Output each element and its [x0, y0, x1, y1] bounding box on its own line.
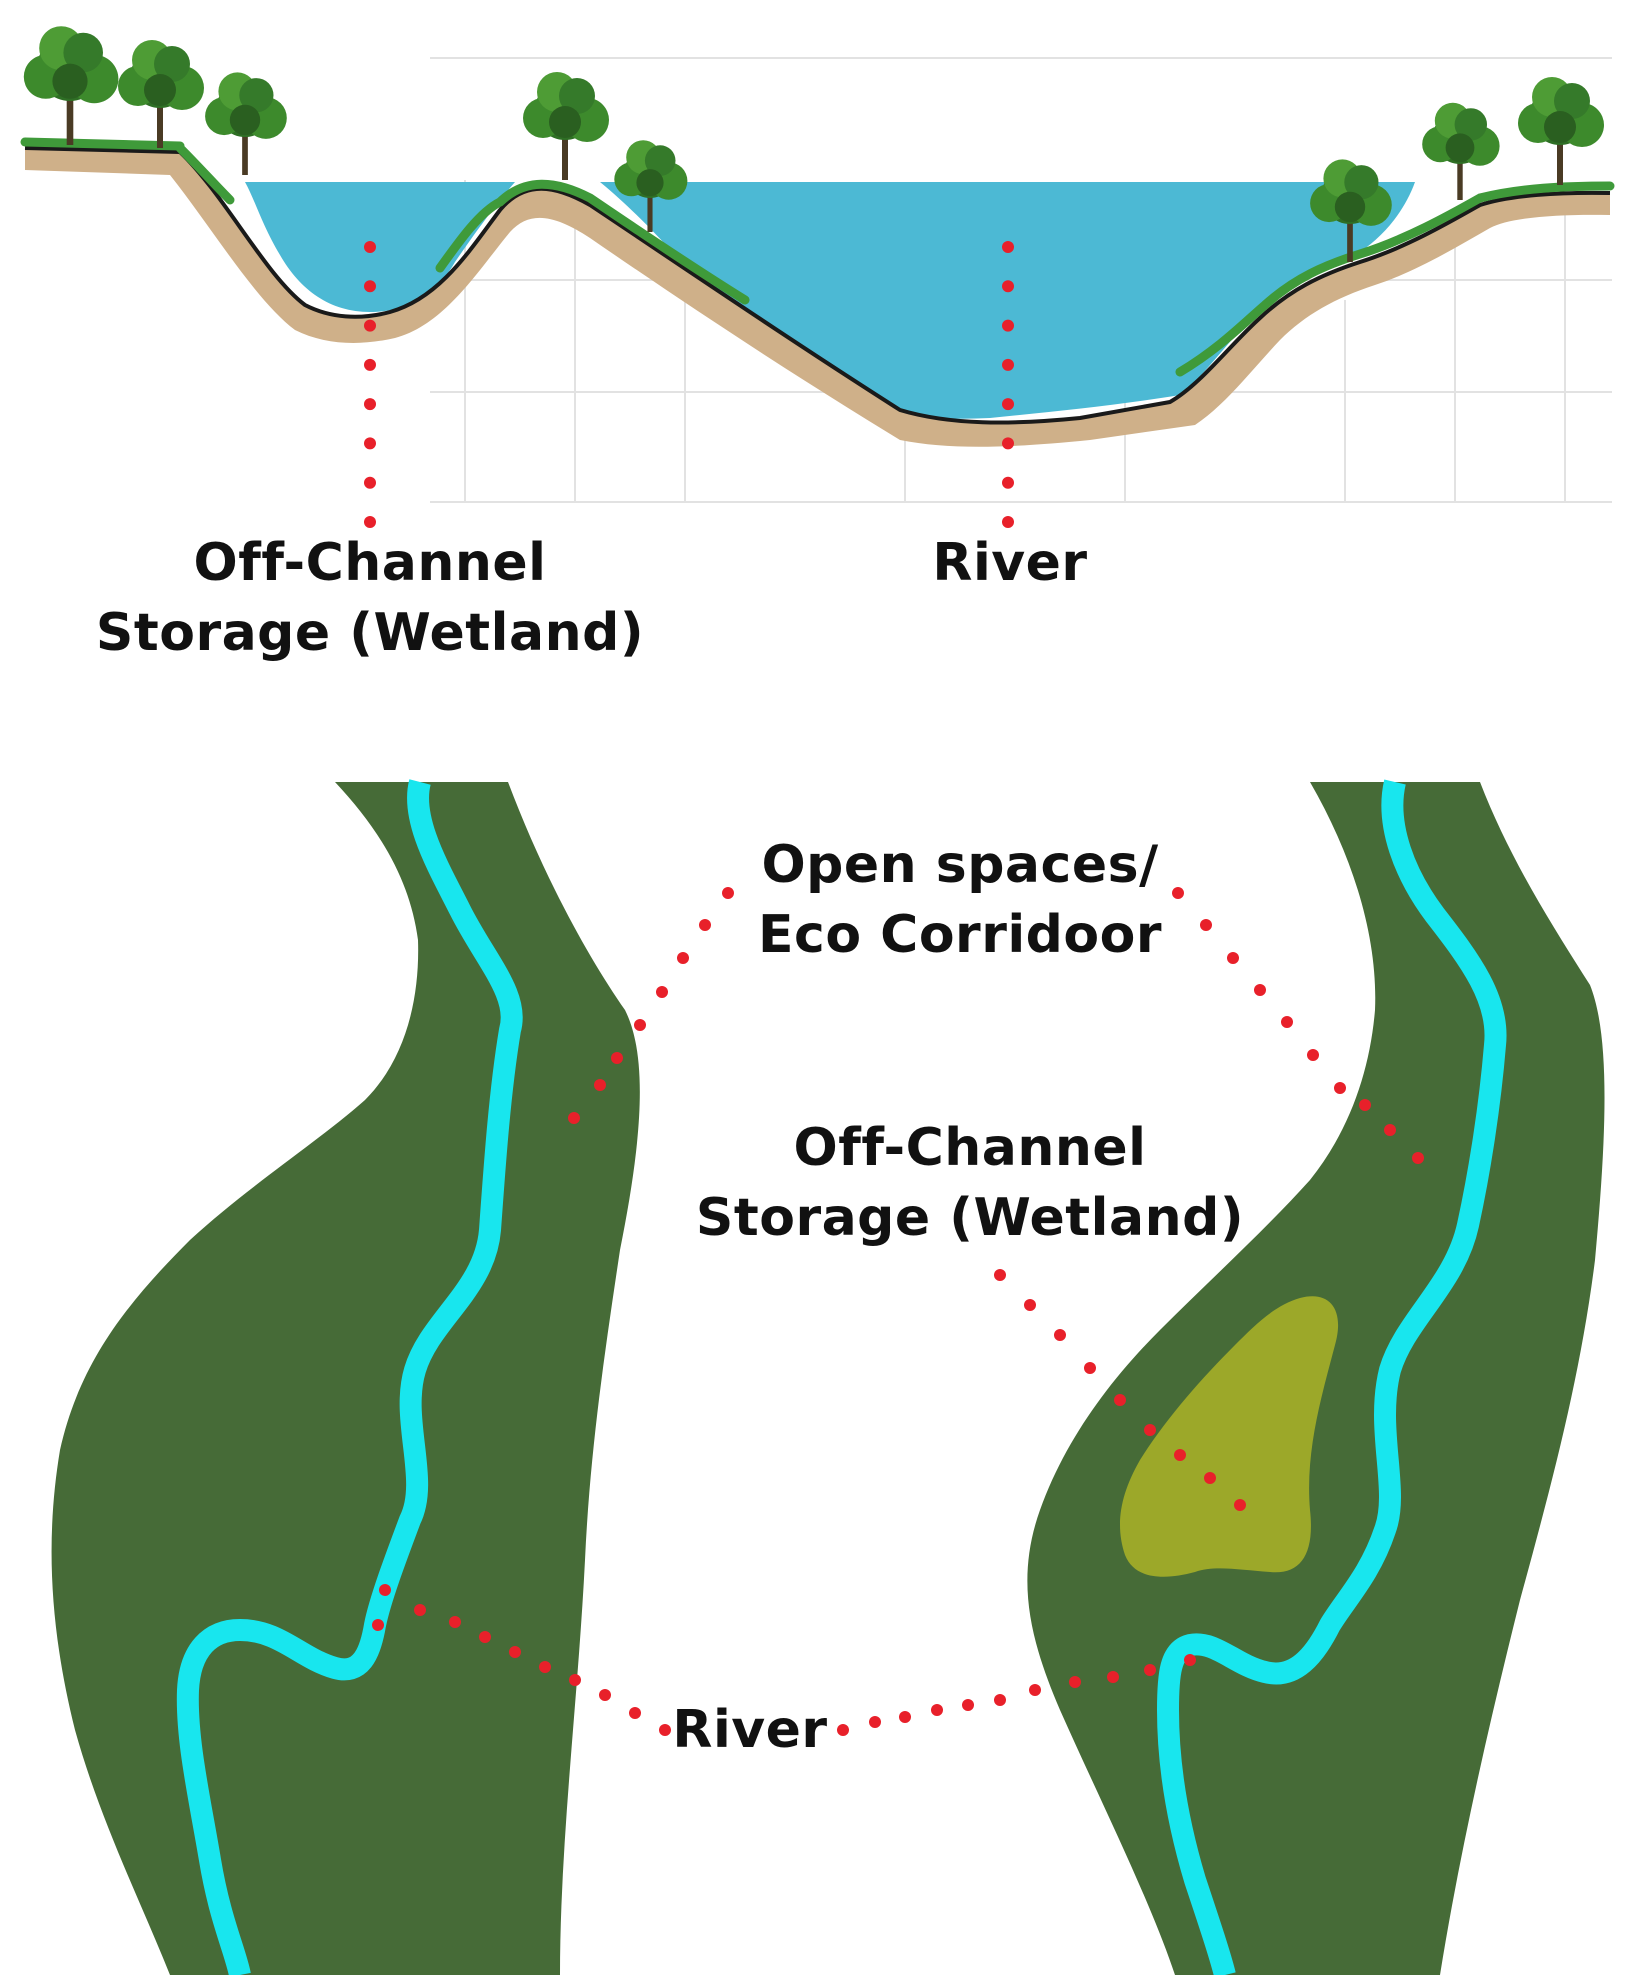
leader-dot-wetland: [1204, 1472, 1216, 1484]
leader-dot-river-right: [899, 1711, 911, 1723]
leader-dot-open-spaces-right: [1227, 952, 1239, 964]
tree-icon: [523, 72, 609, 180]
plan-river-label-text: River: [672, 1700, 828, 1760]
leader-dot-river-right: [1107, 1671, 1119, 1683]
leader-dot-river: [1002, 319, 1014, 332]
leader-dot-river: [1002, 516, 1014, 528]
leader-dot-open-spaces-left: [634, 1019, 646, 1031]
leader-dot-river-right: [837, 1724, 849, 1736]
leader-dot-wetland: [364, 516, 376, 528]
leader-dot-wetland: [364, 398, 376, 411]
plan-wetland-label-line2: Storage (Wetland): [695, 1188, 1245, 1248]
leader-dot-open-spaces-left: [568, 1112, 580, 1124]
open-spaces-label: Open spaces/ Eco Corridoor: [700, 830, 1220, 970]
leader-dot-river-right: [1184, 1654, 1196, 1666]
open-spaces-label-line2: Eco Corridoor: [758, 905, 1162, 965]
leader-dot-wetland: [1114, 1394, 1126, 1406]
leader-dot-open-spaces-left: [699, 919, 711, 931]
leader-dot-river-right: [869, 1716, 881, 1728]
leader-dot-river-right: [1144, 1664, 1156, 1676]
cross-section-river-label-text: River: [932, 533, 1088, 593]
leader-dot-river-right: [994, 1694, 1006, 1706]
leader-dot-river-left: [569, 1674, 581, 1686]
leader-dot-river-left: [599, 1689, 611, 1701]
leader-dot-open-spaces-right: [1412, 1152, 1424, 1164]
leader-dot-open-spaces-right: [1359, 1099, 1371, 1111]
leader-dot-wetland: [364, 280, 376, 293]
leader-dot-river-left: [379, 1584, 391, 1596]
eco-corridor-left: [51, 782, 640, 1975]
ground-line: [24, 146, 1611, 425]
open-spaces-label-line1: Open spaces/: [761, 835, 1159, 895]
leader-dot-wetland: [1024, 1299, 1036, 1311]
plan-river-label: River: [640, 1695, 860, 1765]
leader-dot-river-left: [629, 1707, 641, 1719]
leader-dot-wetland: [1234, 1499, 1246, 1511]
leader-dot-wetland: [364, 358, 376, 371]
leader-dot-open-spaces-right: [1254, 984, 1266, 996]
leader-dot-river-right: [962, 1699, 974, 1711]
plan-wetland-label: Off-Channel Storage (Wetland): [660, 1113, 1280, 1253]
leader-dot-open-spaces-left: [594, 1079, 606, 1091]
leader-dot-wetland: [1084, 1362, 1096, 1374]
leader-dot-river-right: [1029, 1684, 1041, 1696]
leader-dot-open-spaces-right: [1200, 919, 1212, 931]
leader-dot-wetland: [364, 319, 376, 332]
leader-dot-open-spaces-right: [1334, 1082, 1346, 1094]
leader-dot-river-left: [479, 1631, 491, 1643]
leader-dot-open-spaces-right: [1281, 1016, 1293, 1028]
leader-dot-river-right: [931, 1704, 943, 1716]
plan-wetland-label-line1: Off-Channel: [793, 1118, 1147, 1178]
wetland-area: [1120, 1296, 1339, 1577]
leader-dot-river-right: [1069, 1676, 1081, 1688]
leader-dot-open-spaces-left: [677, 952, 689, 964]
leader-dot-open-spaces-right: [1384, 1124, 1396, 1136]
leader-dot-river-left: [372, 1619, 384, 1631]
tree-icon: [614, 140, 688, 232]
tree-icon: [1310, 159, 1392, 262]
leader-dot-wetland: [364, 476, 376, 489]
leader-dot-open-spaces-right: [1307, 1049, 1319, 1061]
leader-dot-river: [1002, 437, 1014, 450]
leader-dot-river-left: [414, 1604, 426, 1616]
cross-section-river-label: River: [880, 528, 1140, 598]
river-channel-right: [1157, 779, 1507, 1978]
leader-dot-river-left: [659, 1724, 671, 1736]
tree-icon: [1422, 102, 1500, 200]
plan-view-leader-dots: [372, 887, 1424, 1736]
leader-dot-wetland: [1054, 1329, 1066, 1341]
cross-section-wetland-label-line1: Off-Channel: [193, 533, 547, 593]
leader-dot-river: [1002, 358, 1014, 371]
leader-dot-river-left: [509, 1646, 521, 1658]
leader-dot-open-spaces-left: [722, 887, 734, 899]
leader-dot-river: [1002, 398, 1014, 411]
tree-icon: [23, 26, 119, 145]
leader-dot-river: [1002, 241, 1014, 253]
cross-section-wetland-label-line2: Storage (Wetland): [95, 603, 645, 663]
riparian-grass: [20, 137, 1615, 377]
leader-dot-river: [1002, 476, 1014, 489]
leader-dot-wetland: [1174, 1449, 1186, 1461]
river-channel-left: [176, 779, 523, 1978]
tree-icon: [118, 40, 204, 148]
leader-dot-wetland: [1144, 1424, 1156, 1436]
leader-dot-wetland: [994, 1269, 1006, 1281]
soil-profile: [25, 148, 1610, 447]
wetland-water: [245, 182, 515, 312]
cross-section-wetland-label: Off-Channel Storage (Wetland): [60, 528, 680, 668]
leader-dot-river-left: [539, 1661, 551, 1673]
leader-dot-open-spaces-left: [611, 1052, 623, 1064]
leader-dot-river-left: [449, 1616, 461, 1628]
river-water: [600, 182, 1415, 419]
tree-icon: [205, 72, 287, 175]
tree-icon: [1518, 77, 1604, 185]
leader-dot-wetland: [364, 437, 376, 450]
leader-dot-wetland: [364, 241, 376, 253]
leader-dot-river: [1002, 280, 1014, 293]
leader-dot-open-spaces-right: [1172, 887, 1184, 899]
leader-dot-open-spaces-left: [656, 986, 668, 998]
cross-section-leader-dots: [364, 241, 1014, 528]
